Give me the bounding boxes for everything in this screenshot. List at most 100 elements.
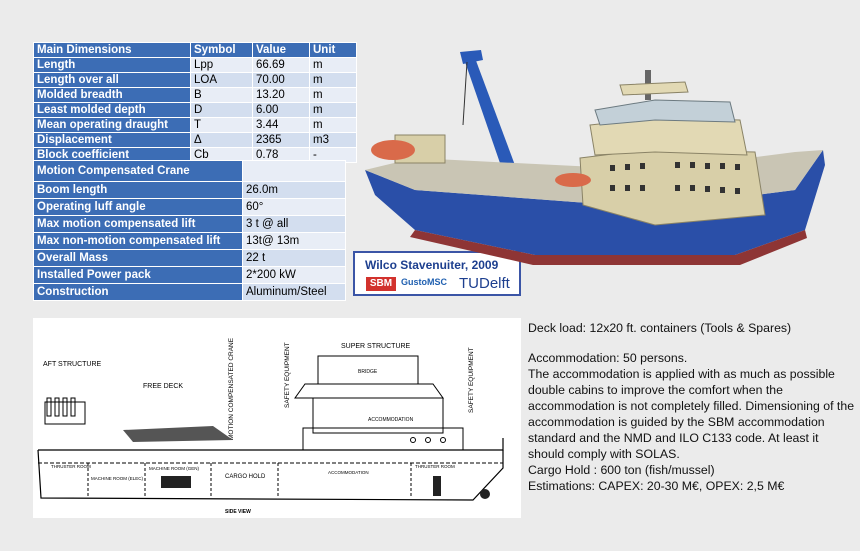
table-cell-unit: m — [309, 72, 357, 88]
accommodation-lower-label: ACCOMMODATION — [328, 470, 369, 475]
table-cell-value: 6.00 — [252, 102, 310, 118]
bridge-windows — [594, 99, 736, 126]
author-credit: Wilco Stavenuiter, 2009 — [365, 258, 499, 272]
safety-equipment-label: SAFETY EQUIPMENT — [284, 342, 291, 408]
table-cell-symbol: Cb — [190, 147, 253, 163]
sbm-logo: SBM — [366, 277, 396, 291]
crane-cell-value: Aluminum/Steel — [242, 283, 346, 301]
crane-cell-value: 3 t @ all — [242, 215, 346, 233]
crane-cell-label: Operating luff angle — [33, 198, 243, 216]
table-cell-label: Molded breadth — [33, 87, 191, 103]
column-header: Main Dimensions — [33, 42, 191, 58]
cargo-hold-label: CARGO HOLD — [225, 474, 266, 480]
cargo-hold-text: Cargo Hold : 600 ton (fish/mussel) — [528, 463, 715, 477]
thruster — [433, 476, 441, 496]
crane-boom — [463, 56, 525, 192]
tudelft-logo: TUDelft — [459, 275, 510, 292]
table-cell-value: 2365 — [252, 132, 310, 148]
aft-cabin — [44, 401, 86, 425]
table-cell-unit: m — [309, 117, 357, 133]
credit-box: Wilco Stavenuiter, 2009 SBM GustoMSC TUD… — [353, 251, 521, 296]
machine-room-gen-label: MACHINE ROOM (GEN) — [149, 466, 200, 471]
gustomsc-logo: GustoMSC — [401, 277, 447, 287]
bow-propeller — [480, 489, 490, 499]
crane-cell-value: 2*200 kW — [242, 266, 346, 284]
window-rows — [610, 162, 740, 194]
crane-cell-value: 22 t — [242, 249, 346, 267]
ship-render — [365, 50, 825, 265]
estimations-text: Estimations: CAPEX: 20-30 M€, OPEX: 2,5 … — [528, 479, 785, 493]
machine-room-elec-label: MACHINE ROOM (ELEC) — [91, 476, 144, 481]
table-row: Motion Compensated Crane — [33, 160, 346, 182]
main-dimensions-table: Main Dimensions Symbol Value Unit Length… — [33, 42, 357, 163]
thruster-room-2-label: THRUSTER ROOM — [415, 464, 455, 469]
table-cell-label: Block coefficient — [33, 147, 191, 163]
crane-cell-label: Boom length — [33, 181, 243, 199]
table-cell-value: 3.44 — [252, 117, 310, 133]
safety-equipment-label-2: SAFETY EQUIPMENT — [468, 347, 475, 413]
lifeboat-aft — [371, 140, 415, 160]
table-cell-value: 66.69 — [252, 57, 310, 73]
table-cell-value: 0.78 — [252, 147, 310, 163]
crane-cell-label: Overall Mass — [33, 249, 243, 267]
accommodation-text: The accommodation is applied with as muc… — [528, 367, 855, 461]
column-header: Symbol — [190, 42, 253, 58]
free-deck-label: FREE DECK — [143, 383, 183, 390]
bridge-wing — [294, 383, 444, 399]
table-cell-unit: m — [309, 102, 357, 118]
main-deck-line — [38, 438, 504, 451]
accommodation-title: Accommodation: 50 persons. — [528, 351, 688, 365]
crane-boom-plan — [123, 426, 233, 442]
crane-cell-label: Installed Power pack — [33, 266, 243, 284]
mast-deck — [619, 81, 689, 96]
table-cell-label: Least molded depth — [33, 102, 191, 118]
table-cell-unit: m — [309, 87, 357, 103]
crane-cell-label: Max non-motion compensated lift — [33, 232, 243, 250]
table-cell-symbol: T — [190, 117, 253, 133]
upper-accommodation — [312, 397, 444, 434]
table-cell-label: Displacement — [33, 132, 191, 148]
bridge-label: BRIDGE — [358, 369, 378, 375]
table-cell-unit: m3 — [309, 132, 357, 148]
table-cell-symbol: Lpp — [190, 57, 253, 73]
table-cell-value: 13.20 — [252, 87, 310, 103]
crane-title: Motion Compensated Crane — [33, 160, 243, 182]
column-header: Value — [252, 42, 310, 58]
crane-tip — [460, 50, 483, 64]
exhaust-stacks — [46, 397, 76, 417]
table-cell-unit: m — [309, 57, 357, 73]
hull-outline — [37, 449, 504, 501]
lifeboat-side — [555, 173, 591, 187]
crane-cell-value: 60° — [242, 198, 346, 216]
table-cell-symbol: B — [190, 87, 253, 103]
crane-label: MOTION COMPENSATED CRANE — [228, 337, 235, 440]
aft-structure-label: AFT STRUCTURE — [43, 361, 102, 368]
super-structure-label: SUPER STRUCTURE — [341, 343, 411, 350]
portholes — [410, 437, 446, 443]
table-cell-symbol: LOA — [190, 72, 253, 88]
crane-cell-label: Max motion compensated lift — [33, 215, 243, 233]
thruster-room-label: THRUSTER ROOM — [51, 464, 91, 469]
deck-accommodation — [302, 427, 464, 451]
side-view-label: SIDE VIEW — [225, 509, 251, 515]
column-header: Unit — [309, 42, 357, 58]
deck-load-text: Deck load: 12x20 ft. containers (Tools &… — [528, 321, 792, 335]
generator — [161, 476, 191, 488]
ship-hull — [365, 150, 825, 255]
table-cell-label: Length over all — [33, 72, 191, 88]
table-cell-label: Mean operating draught — [33, 117, 191, 133]
description-panel: Deck load: 12x20 ft. containers (Tools &… — [528, 320, 858, 494]
table-cell-label: Length — [33, 57, 191, 73]
